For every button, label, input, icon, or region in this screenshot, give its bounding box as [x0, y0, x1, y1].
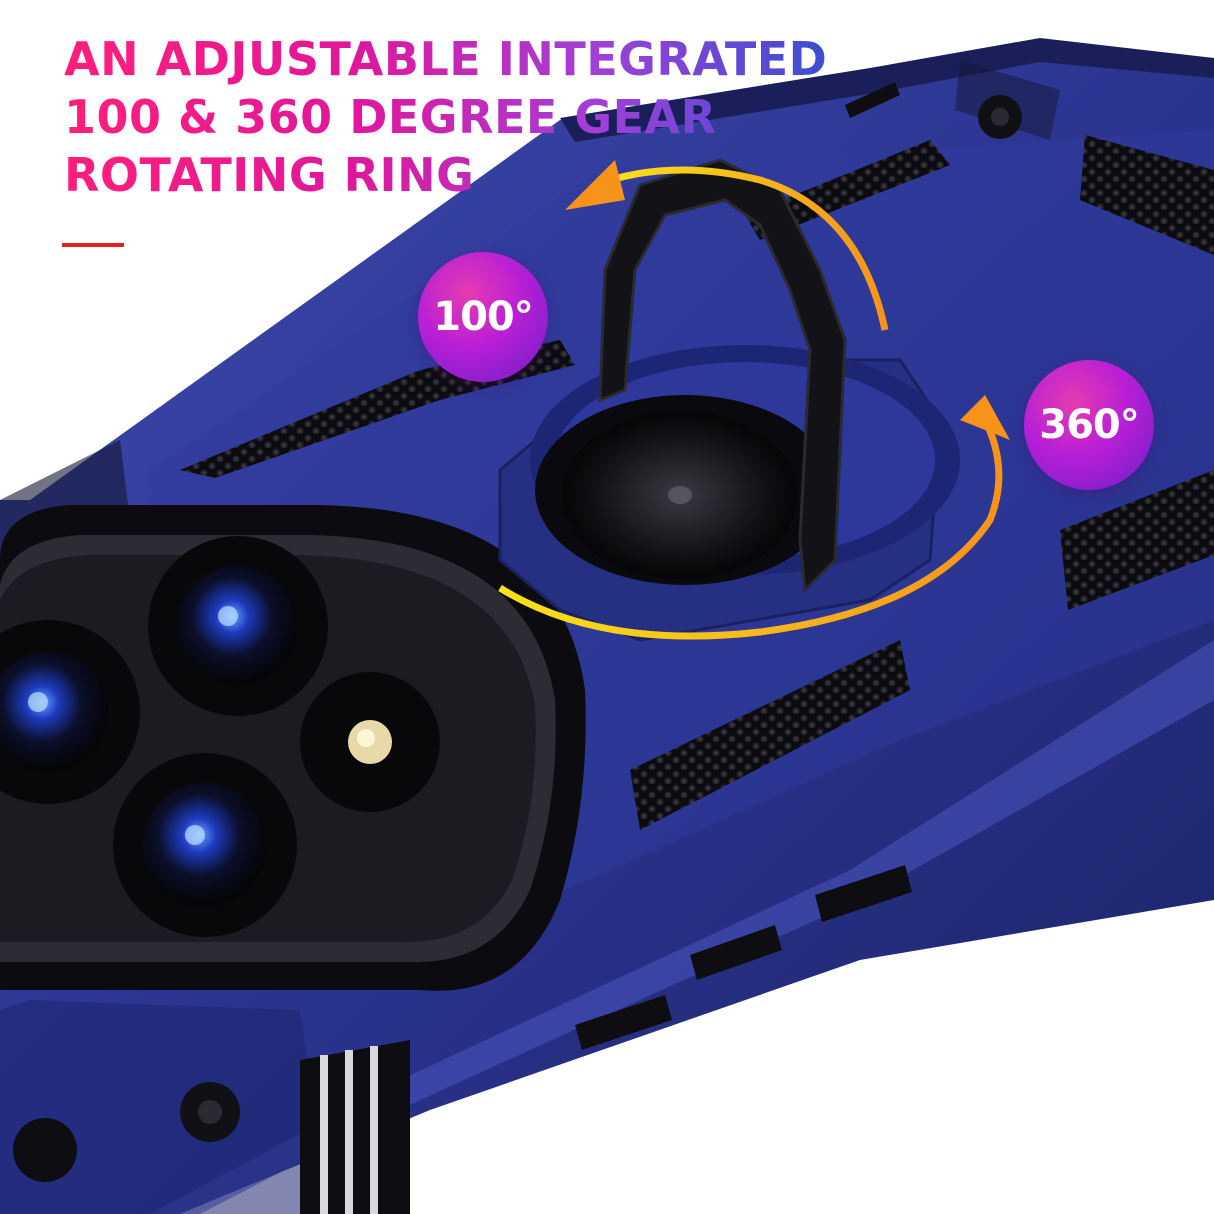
bottom-port	[13, 1040, 410, 1214]
tilt-angle-badge: 100°	[418, 252, 548, 382]
headline-line-2: 100 & 360 DEGREE GEAR	[64, 90, 717, 144]
headline-line-1: AN ADJUSTABLE INTEGRATED	[64, 32, 828, 86]
camera-module	[0, 505, 586, 991]
ring-holder	[498, 158, 960, 642]
camera-lens-left	[0, 620, 140, 804]
headline-line-3: ROTATING RING	[64, 148, 475, 202]
camera-lens-bottom	[113, 753, 297, 937]
accent-bar	[62, 243, 124, 247]
rotation-angle-badge: 360°	[1024, 360, 1154, 490]
screw-details	[180, 95, 1022, 1142]
tilt-angle-label: 100°	[433, 294, 533, 340]
headline: AN ADJUSTABLE INTEGRATED 100 & 360 DEGRE…	[64, 30, 827, 204]
rotation-arrows	[498, 160, 1010, 640]
camera-lens-top	[148, 536, 328, 716]
camera-flash	[300, 672, 440, 812]
rotation-angle-label: 360°	[1039, 402, 1139, 448]
side-buttons	[575, 82, 912, 1050]
